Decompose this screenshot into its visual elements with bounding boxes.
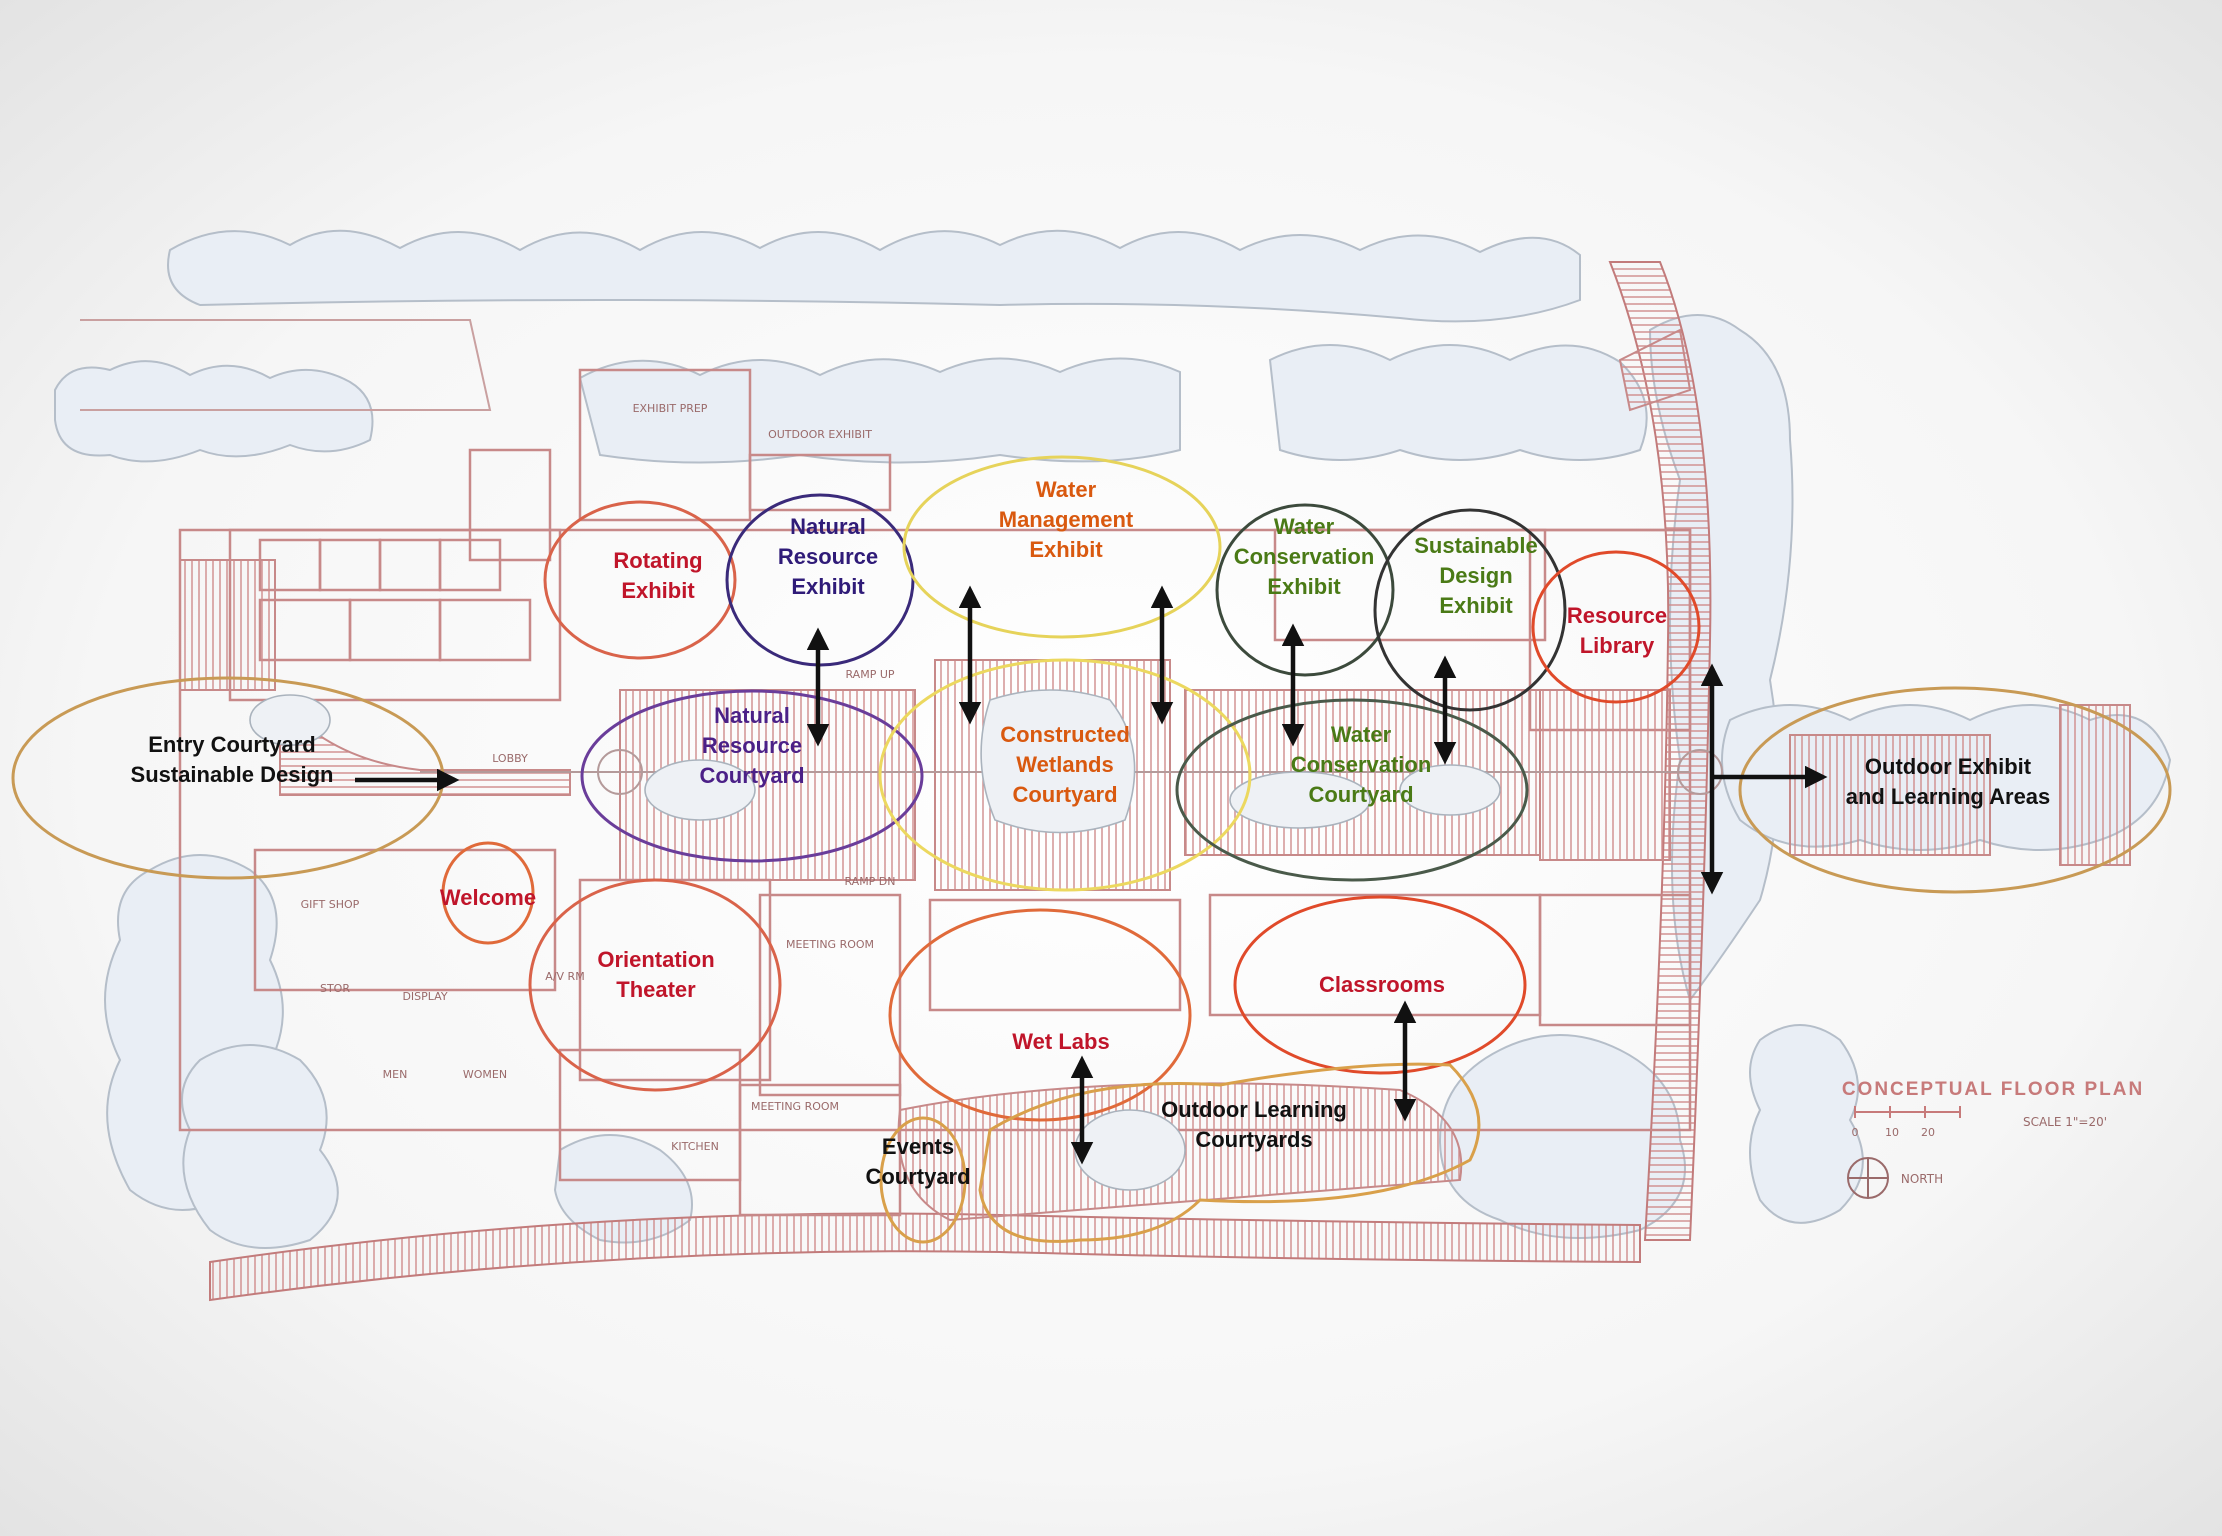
resource-library-label-line: Resource <box>1567 603 1667 628</box>
wet-labs-label-line: Wet Labs <box>1012 1029 1109 1054</box>
classrooms-label: Classrooms <box>1319 972 1445 997</box>
natural-resource-exhibit-label-line: Resource <box>778 544 878 569</box>
water-conservation-exhibit-label-line: Water <box>1274 514 1335 539</box>
boardwalks <box>80 261 1712 1302</box>
constructed-wetlands-courtyard-outline <box>878 658 1252 892</box>
events-courtyard-outline <box>879 1116 967 1244</box>
note-lobby: LOBBY <box>492 752 528 765</box>
outdoor-learning-courtyards-label-line: Outdoor Learning <box>1161 1097 1347 1122</box>
note-meeting-room-a: MEETING ROOM <box>786 938 874 951</box>
wet-labs-outline <box>888 908 1192 1122</box>
sustainable-design-exhibit-label-line: Exhibit <box>1439 593 1513 618</box>
sustainable-design-exhibit-outline <box>1373 508 1567 712</box>
note-outdoor-exhibit: OUTDOOR EXHIBIT <box>768 428 872 441</box>
water-conservation-courtyard-label-line: Conservation <box>1291 752 1432 777</box>
constructed-wetlands-courtyard-label-line: Courtyard <box>1012 782 1117 807</box>
natural-resource-exhibit-label-line: Exhibit <box>791 574 865 599</box>
events-courtyard-label-line: Events <box>882 1134 954 1159</box>
water-conservation-courtyard-outline <box>1175 698 1529 882</box>
orientation-theater-label-line: Theater <box>616 977 696 1002</box>
water-conservation-courtyard-label-line: Water <box>1331 722 1392 747</box>
flow-arrows <box>355 585 1828 1165</box>
constructed-wetlands-courtyard-label-line: Wetlands <box>1016 752 1113 777</box>
wet-labs-label: Wet Labs <box>1012 1029 1109 1054</box>
north-arrow-icon <box>1847 1157 1889 1199</box>
water-management-exhibit-outline <box>902 455 1222 639</box>
outdoor-learning-courtyards-outline <box>978 1062 1481 1243</box>
note-ramp-up: RAMP UP <box>845 668 894 681</box>
note-meeting-room-b: MEETING ROOM <box>751 1100 839 1113</box>
welcome-outline <box>441 841 535 945</box>
outdoor-exhibit-learning-outline <box>1738 686 2172 894</box>
resource-library-outline <box>1531 550 1701 704</box>
scale-tick-10: 10 <box>1885 1126 1899 1139</box>
water-conservation-exhibit-label-line: Exhibit <box>1267 574 1341 599</box>
water-conservation-exhibit-outline <box>1215 503 1395 677</box>
orientation-theater-outline <box>528 878 782 1092</box>
natural-resource-courtyard-label-line: Natural <box>714 703 790 728</box>
water-management-exhibit-label-line: Management <box>999 507 1134 532</box>
rotating-exhibit-label-line: Exhibit <box>621 578 695 603</box>
note-women: WOMEN <box>463 1068 507 1081</box>
water-conservation-courtyard-label-line: Courtyard <box>1308 782 1413 807</box>
sustainable-design-exhibit-label-line: Design <box>1439 563 1512 588</box>
courtyard-plantings <box>249 689 1501 1191</box>
classrooms-outline <box>1233 895 1527 1075</box>
resource-library-label-line: Library <box>1580 633 1655 658</box>
sustainable-design-exhibit-label-line: Sustainable <box>1414 533 1537 558</box>
room-notes: EXHIBIT PREP OUTDOOR EXHIBIT LOBBY GIFT … <box>301 402 896 1153</box>
outdoor-exhibit-learning-label: Outdoor Exhibit and Learning Areas <box>1846 754 2051 809</box>
natural-resource-courtyard-label-line: Resource <box>702 733 802 758</box>
natural-resource-courtyard-label-line: Courtyard <box>699 763 804 788</box>
outdoor-learning-courtyards-label-line: Courtyards <box>1195 1127 1312 1152</box>
note-men: MEN <box>383 1068 408 1081</box>
outdoor-exhibit-learning-label-line: Outdoor Exhibit <box>1865 754 2032 779</box>
note-kitchen: KITCHEN <box>671 1140 719 1153</box>
constructed-wetlands-courtyard-label-line: Constructed <box>1000 722 1130 747</box>
water-management-exhibit-label-line: Exhibit <box>1029 537 1103 562</box>
natural-resource-courtyard-outline <box>580 689 924 863</box>
classrooms-label-line: Classrooms <box>1319 972 1445 997</box>
title-block: CONCEPTUAL FLOOR PLAN 0 10 20 SCALE 1"=2… <box>1842 1079 2144 1199</box>
north-label: NORTH <box>1901 1172 1943 1186</box>
scale-bar <box>1854 1106 1961 1118</box>
rotating-exhibit-label-line: Rotating <box>613 548 702 573</box>
scale-tick-20: 20 <box>1921 1126 1935 1139</box>
natural-resource-exhibit-label-line: Natural <box>790 514 866 539</box>
welcome-label-line: Welcome <box>440 885 536 910</box>
entry-courtyard-label-line: Sustainable Design <box>131 762 334 787</box>
scale-note: SCALE 1"=20' <box>2023 1115 2107 1129</box>
entry-courtyard-label-line: Entry Courtyard <box>148 732 315 757</box>
note-display: DISPLAY <box>402 990 447 1003</box>
rotating-exhibit-outline <box>543 500 737 660</box>
note-ramp-dn: RAMP DN <box>844 875 895 888</box>
scale-tick-0: 0 <box>1852 1126 1859 1139</box>
plan-title: CONCEPTUAL FLOOR PLAN <box>1842 1079 2144 1100</box>
water-conservation-exhibit-label-line: Conservation <box>1234 544 1375 569</box>
note-exhibit-prep: EXHIBIT PREP <box>633 402 708 415</box>
events-courtyard-label-line: Courtyard <box>865 1164 970 1189</box>
outdoor-exhibit-learning-label-line: and Learning Areas <box>1846 784 2051 809</box>
note-storage: STOR <box>320 982 350 995</box>
note-gift-shop: GIFT SHOP <box>301 898 360 911</box>
orientation-theater-label-line: Orientation <box>597 947 714 972</box>
note-av-rm: A/V RM <box>545 970 584 983</box>
welcome-label: Welcome <box>440 885 536 910</box>
water-management-exhibit-label-line: Water <box>1036 477 1097 502</box>
